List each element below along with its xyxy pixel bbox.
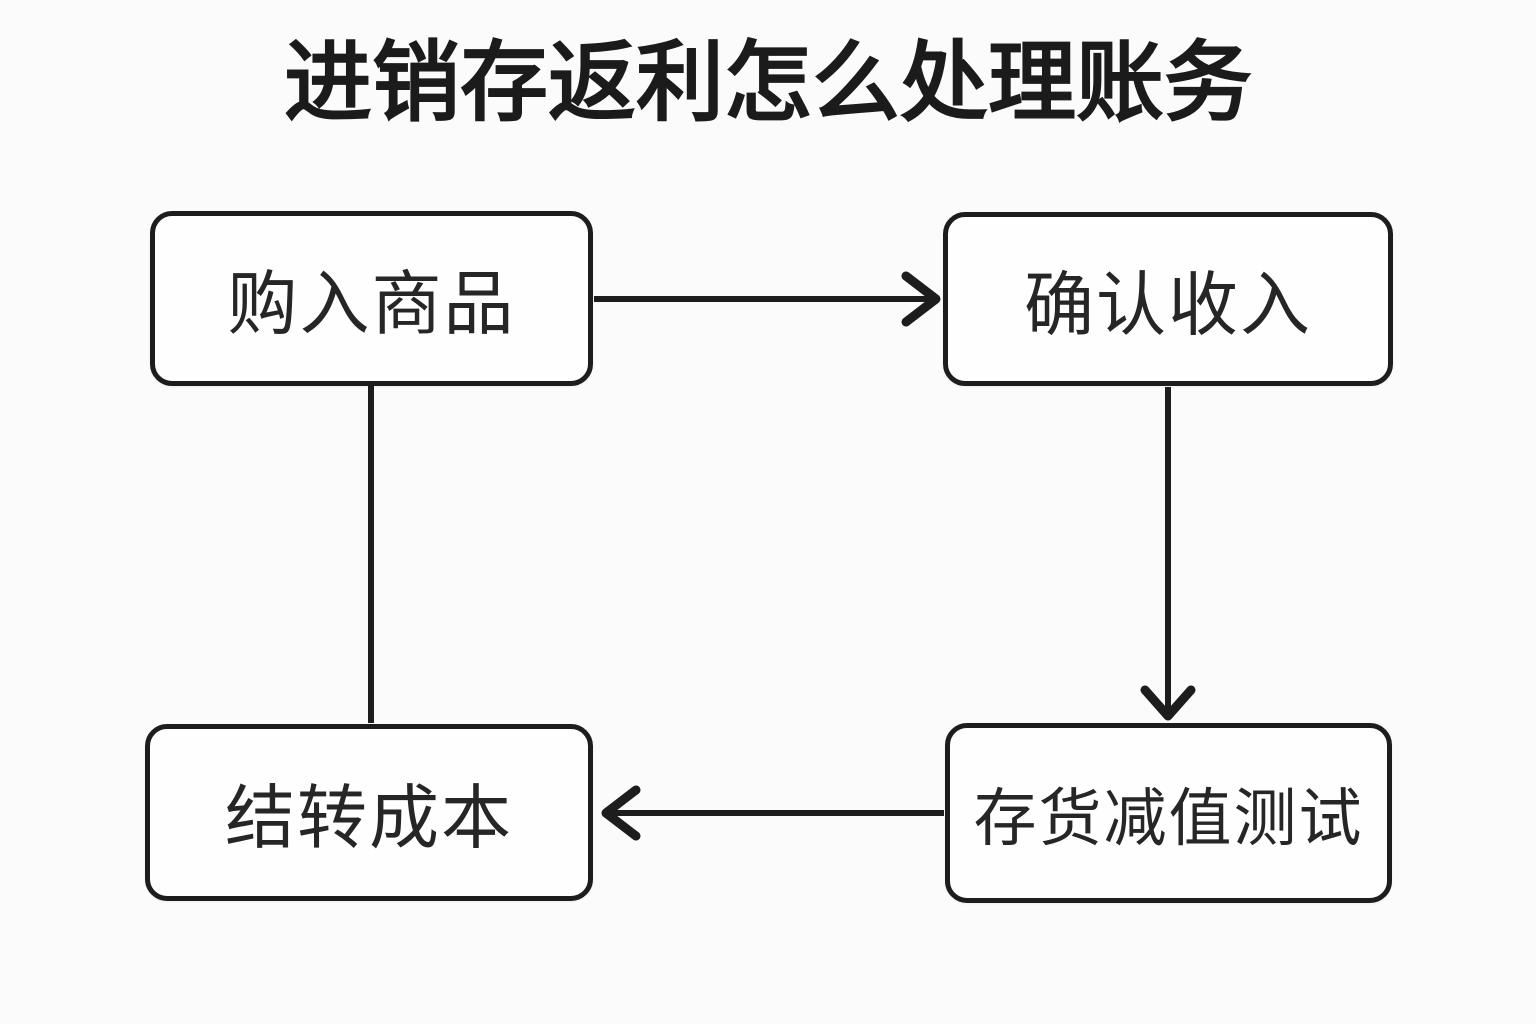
arrow-purchase-to-revenue [594, 271, 941, 327]
node-inventory-impairment-test-label: 存货减值测试 [973, 783, 1364, 854]
diagram-title: 进销存返利怎么处理账务 [283, 33, 1252, 132]
node-confirm-revenue: 确认收入 [943, 212, 1393, 386]
node-carry-forward-cost: 结转成本 [145, 724, 593, 901]
arrow-revenue-to-impairment [1140, 387, 1196, 721]
node-purchase-goods-label: 购入商品 [227, 265, 516, 343]
node-confirm-revenue-label: 确认收入 [1024, 265, 1312, 344]
arrow-impairment-to-cost [601, 785, 944, 841]
node-inventory-impairment-test: 存货减值测试 [945, 723, 1392, 903]
node-carry-forward-cost-label: 结转成本 [225, 779, 513, 857]
node-purchase-goods: 购入商品 [150, 211, 593, 386]
